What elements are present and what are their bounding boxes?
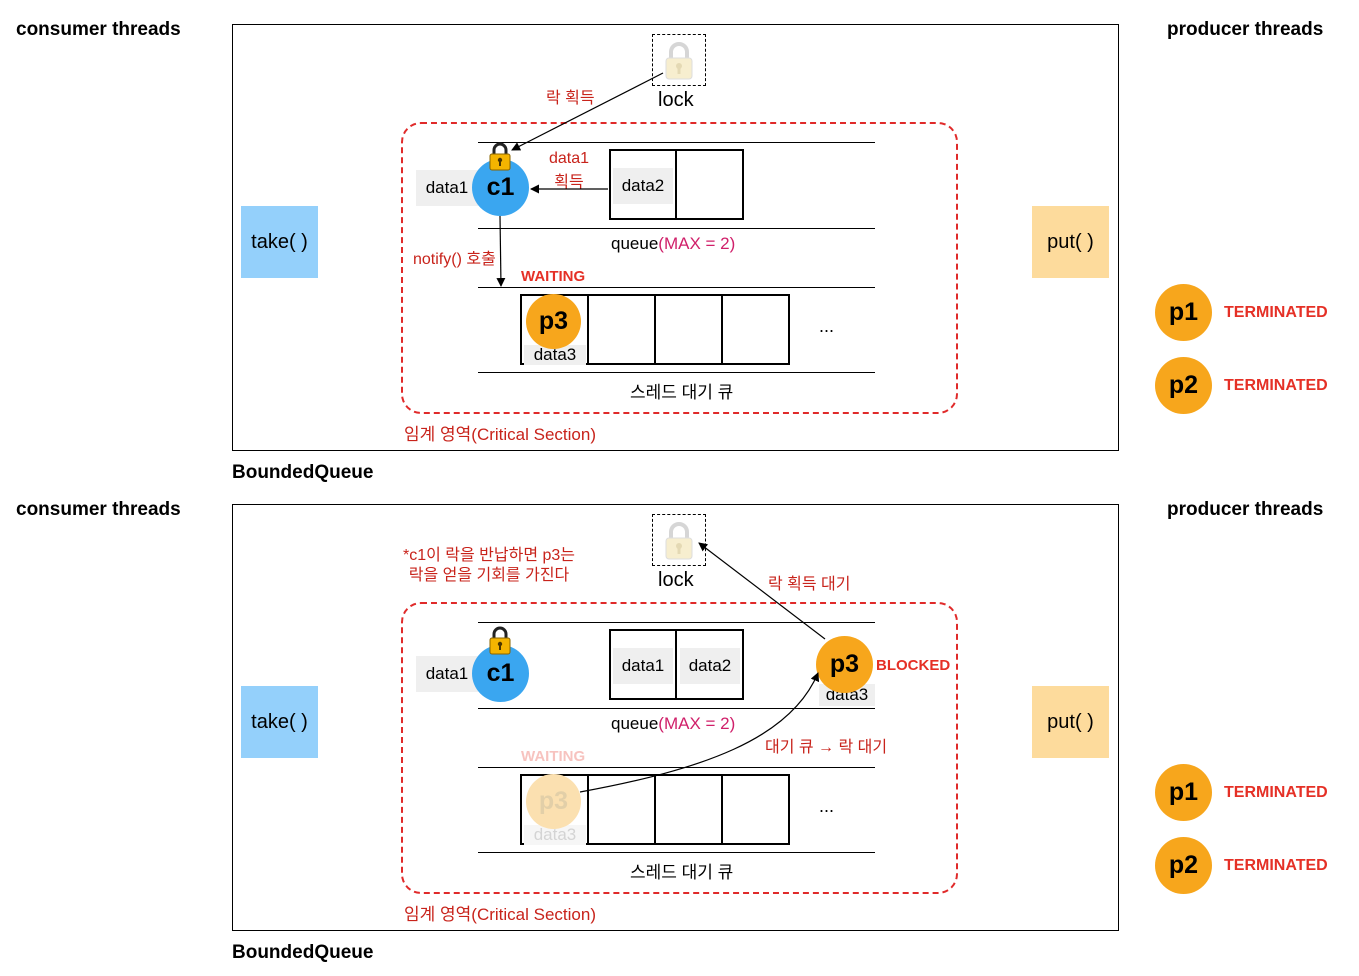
- notify-call-label: notify() 호출: [413, 251, 496, 268]
- critical-section: [401, 122, 958, 414]
- p3-thread-blocked: p3: [816, 636, 873, 693]
- lock-box: [652, 34, 706, 86]
- put-method: put( ): [1032, 686, 1109, 758]
- lock-icon: [665, 42, 693, 80]
- queue-label: queue(MAX = 2): [611, 234, 736, 253]
- bounded-queue-frame: [232, 504, 1119, 931]
- wait-queue-ellipsis: ...: [819, 316, 835, 336]
- lock-label: lock: [658, 569, 694, 591]
- p2-status: TERMINATED: [1224, 377, 1328, 394]
- bounded-queue-label: BoundedQueue: [232, 942, 374, 963]
- c1-data1: data1: [416, 170, 478, 206]
- p3-data3-faded: data3: [524, 825, 586, 845]
- p2-thread: p2: [1155, 837, 1212, 894]
- p3-data3: data3: [524, 345, 586, 365]
- queue-bottom-rail: [478, 708, 875, 709]
- wait-slot-3: [654, 294, 723, 365]
- wait-slot-4: [721, 774, 790, 845]
- wait-lock-label: 락 획득 대기: [768, 576, 851, 593]
- waiting-label: WAITING: [521, 268, 586, 285]
- queue-top-rail: [478, 622, 875, 623]
- lock-label: lock: [658, 89, 694, 111]
- lock-box: [652, 514, 706, 566]
- queue-slot-2: [675, 149, 744, 220]
- wait-slot-3: [654, 774, 723, 845]
- critical-section-label: 임계 영역(Critical Section): [404, 425, 596, 444]
- p1-status: TERMINATED: [1224, 784, 1328, 801]
- wait-queue-label: 스레드 대기 큐: [630, 383, 734, 402]
- wait-queue-bottom-rail: [478, 372, 875, 373]
- wait-queue-top-rail: [478, 287, 875, 288]
- producer-threads-label: producer threads: [1167, 499, 1324, 520]
- queue-data2: data2: [613, 168, 673, 204]
- p1-thread: p1: [1155, 764, 1212, 821]
- p1-status: TERMINATED: [1224, 304, 1328, 321]
- blocked-label: BLOCKED: [876, 657, 951, 674]
- note-label: *c1이 락을 반납하면 p3는 락을 얻을 기회를 가진다: [402, 547, 576, 584]
- take-method: take( ): [241, 686, 318, 758]
- queue-data1: data1: [613, 648, 673, 684]
- producer-threads-label: producer threads: [1167, 19, 1324, 40]
- lock-icon: [489, 626, 511, 655]
- p1-thread: p1: [1155, 284, 1212, 341]
- bounded-queue-label: BoundedQueue: [232, 462, 374, 483]
- queue-data2: data2: [680, 648, 740, 684]
- data1-acquire-label: data1 획득: [548, 150, 590, 191]
- put-method: put( ): [1032, 206, 1109, 278]
- lock-icon: [489, 142, 511, 171]
- consumer-threads-label: consumer threads: [16, 499, 181, 520]
- p2-status: TERMINATED: [1224, 857, 1328, 874]
- queue-top-rail: [478, 142, 875, 143]
- p3-thread-faded: p3: [526, 774, 581, 829]
- move-to-lock-wait-label: 대기 큐 → 락 대기: [765, 739, 888, 756]
- queue-label: queue(MAX = 2): [611, 714, 736, 733]
- critical-section: [401, 602, 958, 894]
- consumer-threads-label: consumer threads: [16, 19, 181, 40]
- wait-slot-2: [587, 294, 656, 365]
- wait-queue-label: 스레드 대기 큐: [630, 863, 734, 882]
- queue-bottom-rail: [478, 228, 875, 229]
- wait-queue-bottom-rail: [478, 852, 875, 853]
- take-method: take( ): [241, 206, 318, 278]
- wait-queue-ellipsis: ...: [819, 796, 835, 816]
- c1-data1: data1: [416, 656, 478, 692]
- wait-slot-4: [721, 294, 790, 365]
- acquire-lock-label: 락 획득: [546, 90, 595, 107]
- bounded-queue-frame: [232, 24, 1119, 451]
- p2-thread: p2: [1155, 357, 1212, 414]
- wait-queue-top-rail: [478, 767, 875, 768]
- lock-icon: [665, 522, 693, 560]
- critical-section-label: 임계 영역(Critical Section): [404, 905, 596, 924]
- p3-thread-waiting: p3: [526, 294, 581, 349]
- waiting-label-faded: WAITING: [521, 748, 586, 765]
- wait-slot-2: [587, 774, 656, 845]
